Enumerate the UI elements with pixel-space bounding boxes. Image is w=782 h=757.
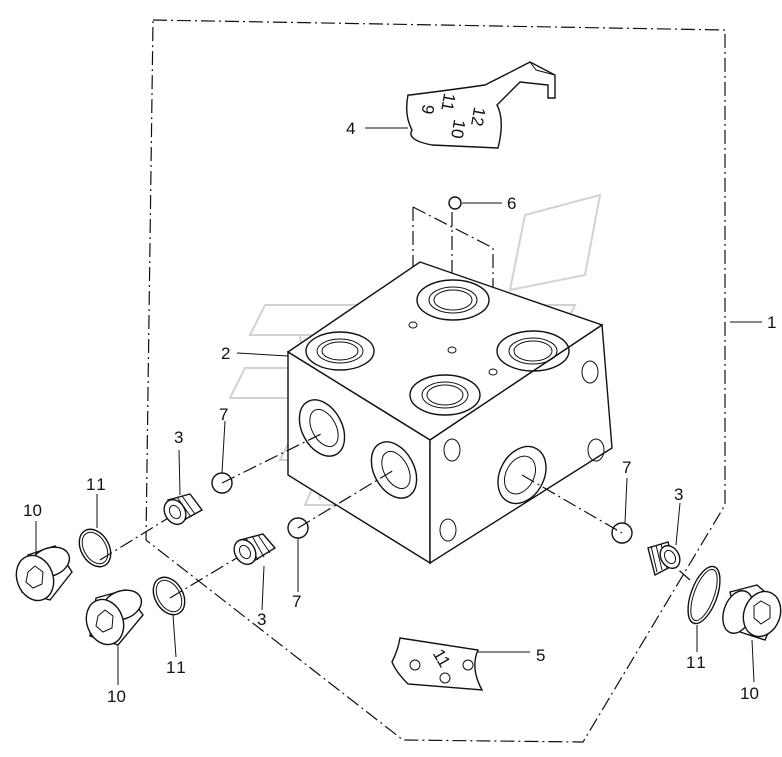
tag4-number-9: 9 [417, 103, 437, 116]
callout-3-middle: 3 [257, 610, 266, 629]
callout-2: 2 [221, 344, 230, 363]
callout-7-right: 7 [622, 458, 631, 477]
callout-6: 6 [507, 194, 516, 213]
callout-3-left: 3 [174, 428, 183, 447]
tag5-number-11: 11 [429, 646, 454, 671]
tag-4: 11 9 12 10 [405, 61, 556, 149]
callout-11-left: 11 [86, 475, 108, 494]
callout-3-right: 3 [674, 485, 683, 504]
callout-11-right: 11 [686, 653, 708, 672]
callout-7-middle: 7 [292, 592, 301, 611]
plug-3-right [647, 541, 681, 577]
callout-10-middle: 10 [107, 687, 126, 706]
tag4-number-11: 11 [437, 92, 459, 113]
plug-10-middle [85, 589, 144, 646]
o-ring-6 [448, 196, 462, 210]
plug-3-left [163, 493, 204, 526]
o-ring-11-middle [152, 576, 186, 616]
plug-10-right [722, 584, 782, 641]
tag4-number-12: 12 [467, 106, 489, 128]
callout-5: 5 [536, 646, 545, 665]
tag4-number-10: 10 [447, 118, 469, 140]
valve-block [286, 261, 613, 565]
assembly-boundary [145, 19, 726, 743]
callout-7-left: 7 [219, 405, 228, 424]
ball-7-right [611, 522, 633, 544]
o-ring-11-left [78, 528, 112, 568]
plug-3-middle [233, 533, 277, 566]
callout-10-left: 10 [23, 501, 42, 520]
o-ring-11-right-inner [690, 568, 718, 622]
callout-10-right: 10 [740, 684, 759, 703]
callout-4: 4 [346, 119, 355, 138]
tag-5: 11 [391, 637, 484, 691]
callout-1: 1 [767, 313, 776, 332]
plug-10-left [15, 545, 73, 602]
o-ring-11-left-inner [81, 531, 109, 565]
o-ring-11-right [687, 565, 721, 625]
callout-11-middle: 11 [166, 658, 188, 677]
leader-lines [35, 127, 762, 685]
o-ring-11-middle-inner [155, 579, 183, 613]
